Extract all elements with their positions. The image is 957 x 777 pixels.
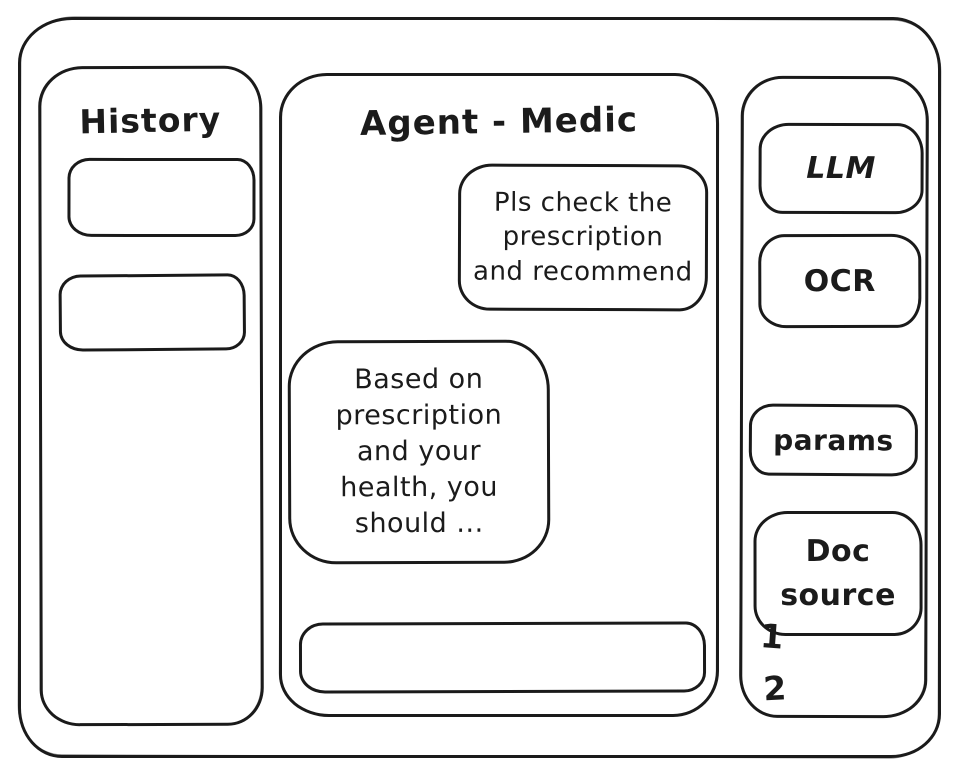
- history-item[interactable]: [67, 157, 256, 238]
- doc-source-button-label: Doc source: [780, 533, 896, 613]
- llm-button-label: LLM: [806, 150, 876, 187]
- annotation-number-2: 2: [762, 668, 788, 709]
- params-button-label: params: [773, 423, 894, 457]
- app-window: History Agent - Medic Pls check the pres…: [18, 17, 941, 758]
- chat-title: Agent - Medic: [359, 100, 639, 144]
- ocr-button[interactable]: OCR: [758, 233, 922, 329]
- agent-message-bubble: Based on prescription and your health, y…: [287, 339, 551, 565]
- ocr-button-label: OCR: [803, 263, 876, 299]
- tools-panel: LLM OCR params Doc source 1 2: [739, 75, 929, 719]
- chat-input[interactable]: [298, 621, 707, 694]
- history-panel: History: [38, 65, 264, 727]
- params-button[interactable]: params: [748, 403, 919, 477]
- llm-button[interactable]: LLM: [758, 122, 924, 215]
- history-item[interactable]: [58, 273, 247, 352]
- history-title: History: [78, 99, 222, 142]
- user-message-bubble: Pls check the prescription and recommend: [457, 163, 709, 312]
- chat-panel: Agent - Medic Pls check the prescription…: [279, 73, 719, 717]
- annotation-number-1: 1: [758, 616, 785, 657]
